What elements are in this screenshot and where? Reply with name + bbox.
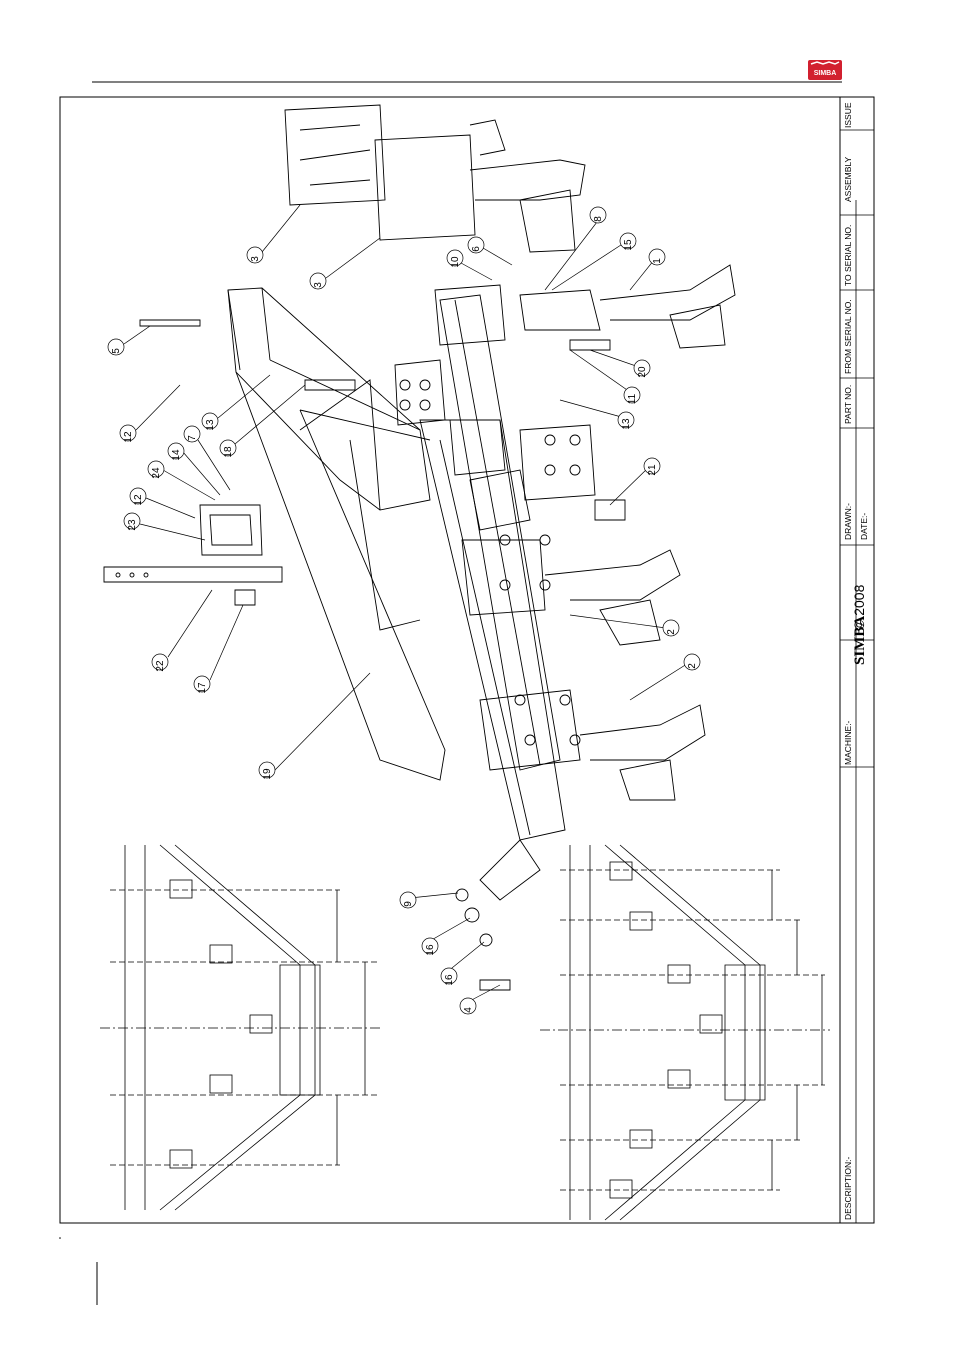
callout-14: 14 — [171, 449, 182, 461]
callout-15: 15 — [623, 239, 634, 251]
leg-assembly-1 — [520, 265, 735, 330]
title-to-serial: TO SERIAL NO. — [843, 225, 853, 286]
callout-19: 19 — [262, 768, 273, 780]
callout-13b: 13 — [621, 418, 632, 430]
callout-12b: 12 — [133, 494, 144, 506]
upper-assembly-3b — [375, 135, 475, 240]
title-date: DATE:- — [859, 513, 869, 540]
title-description: DESCRIPTION:- — [843, 1157, 853, 1220]
callout-16a: 16 — [425, 944, 436, 956]
callout-18: 18 — [223, 446, 234, 458]
depth-bar-22 — [104, 567, 282, 582]
callout-12a: 12 — [123, 431, 134, 443]
leg-assembly-2a — [462, 540, 680, 615]
title-issue: ISSUE — [843, 102, 853, 128]
plan-view-left — [100, 845, 380, 1210]
title-assembly: ASSEMBLY — [843, 156, 853, 202]
callout-11: 11 — [627, 393, 638, 404]
callout-22: 22 — [155, 660, 166, 672]
callout-5: 5 — [111, 348, 122, 354]
svg-text:SIMBA: SIMBA — [814, 70, 837, 77]
simba-logo: SIMBA — [808, 60, 842, 80]
bracket-23 — [200, 505, 262, 555]
callout-4: 4 — [463, 1007, 474, 1013]
callout-9: 9 — [403, 901, 414, 907]
title-machine: MACHINE:- — [843, 720, 853, 765]
a-frame — [228, 288, 430, 510]
callout-3b: 3 — [313, 282, 324, 288]
callout-21: 21 — [647, 464, 658, 476]
assembly-drawing — [104, 105, 735, 990]
callout-1: 1 — [652, 258, 663, 264]
callout-17: 17 — [197, 682, 208, 694]
title-part-no: PART NO. — [843, 385, 853, 424]
callout-3a: 3 — [250, 256, 261, 262]
callout-10: 10 — [450, 256, 461, 268]
callout-13a: 13 — [205, 419, 216, 431]
title-copyright: © 2008 — [851, 584, 867, 630]
callout-23: 23 — [127, 519, 138, 531]
callout-20: 20 — [637, 366, 648, 378]
callout-2a: 2 — [666, 629, 677, 635]
title-drawn: DRAWN:- — [843, 503, 853, 540]
callout-16b: 16 — [444, 974, 455, 986]
leg-assembly-2b — [480, 690, 705, 770]
callout-8: 8 — [593, 216, 604, 222]
callout-24: 24 — [151, 467, 162, 479]
plan-view-right — [540, 845, 830, 1220]
callout-2b: 2 — [687, 663, 698, 669]
headstock — [395, 360, 445, 425]
title-from-serial: FROM SERIAL NO. — [843, 299, 853, 374]
callout-6: 6 — [471, 246, 482, 252]
main-toolbar — [420, 420, 565, 840]
callout-7: 7 — [187, 435, 198, 441]
